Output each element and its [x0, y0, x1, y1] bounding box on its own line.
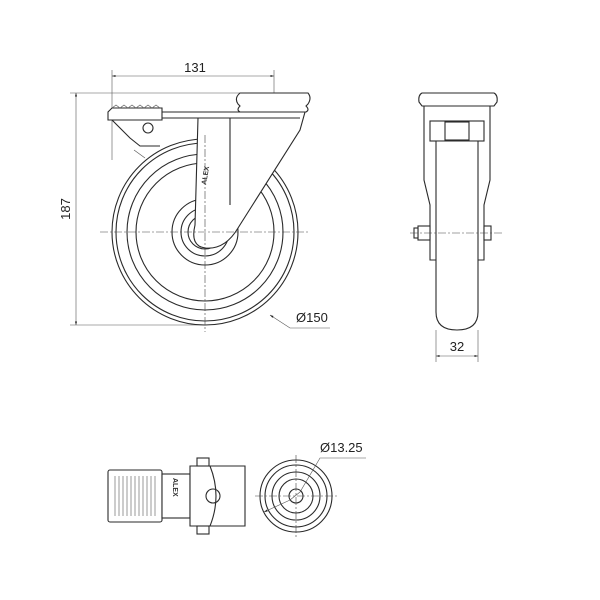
wheel-diameter-dimension: Ø150	[296, 310, 328, 325]
width-dimension: 131	[184, 60, 206, 75]
height-dimension: 187	[58, 198, 73, 220]
front-view: 131 187 ALEX Ø150	[58, 60, 330, 332]
top-view: ALEX Ø13.25	[107, 440, 366, 537]
side-view: 32	[410, 92, 504, 362]
wheel-width-dimension: 32	[450, 339, 464, 354]
fork-logo: ALEX	[201, 165, 211, 185]
pedal-logo: ALEX	[171, 478, 178, 497]
bolt-hole-diameter-dimension: Ø13.25	[320, 440, 363, 455]
